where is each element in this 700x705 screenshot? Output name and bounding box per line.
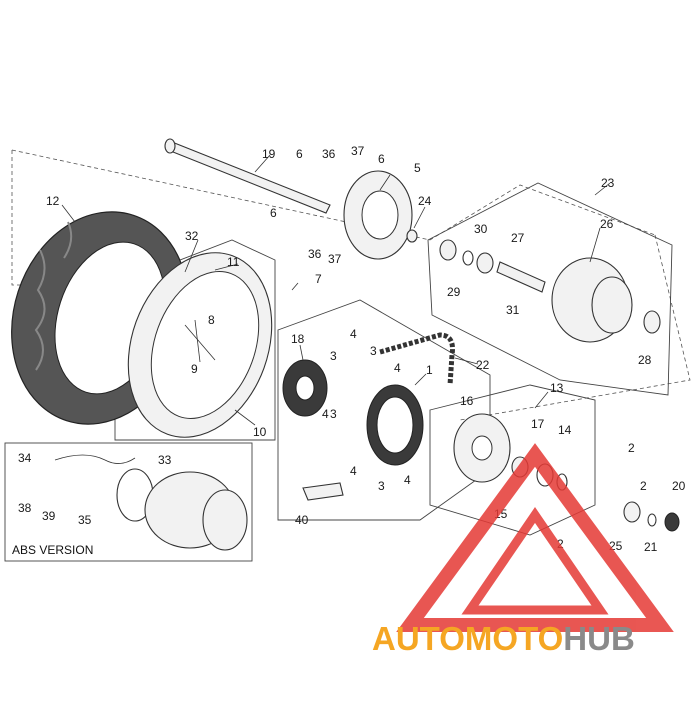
callout-17: 17 <box>531 417 545 431</box>
callout-13: 13 <box>550 381 564 395</box>
callout-36: 36 <box>308 247 322 261</box>
callout-4: 4 <box>394 361 401 375</box>
callout-12: 12 <box>46 194 60 208</box>
watermark-hub: HUB <box>563 620 635 657</box>
leader-lines <box>61 154 611 426</box>
callout-6: 6 <box>378 152 385 166</box>
callout-22: 22 <box>476 358 490 372</box>
callout-2: 2 <box>640 479 647 493</box>
callout-1: 1 <box>426 363 433 377</box>
watermark-logo <box>396 443 674 632</box>
callout-9: 9 <box>191 362 198 376</box>
callout-3: 3 <box>370 344 377 358</box>
callout-18: 18 <box>291 332 305 346</box>
abs-parts <box>54 454 248 551</box>
bracket-40 <box>302 482 344 501</box>
watermark-moto: MOTO <box>465 620 563 657</box>
callout-16: 16 <box>460 394 474 408</box>
callout-10: 10 <box>253 425 267 439</box>
cush-rubbers-18 <box>282 359 328 417</box>
callout-35: 35 <box>78 513 92 527</box>
callout-21: 21 <box>644 540 658 554</box>
callout-37: 37 <box>328 252 342 266</box>
callout-6: 6 <box>270 206 277 220</box>
watermark-auto: AUTO <box>372 620 465 657</box>
callout-28: 28 <box>638 353 652 367</box>
frame-right-dashed <box>459 234 691 421</box>
hub-assembly-23 <box>439 239 661 343</box>
callout-24: 24 <box>418 194 432 208</box>
watermark-text: AUTOMOTOHUB <box>372 620 635 657</box>
axle-19 <box>164 138 331 214</box>
triangle-logo-icon <box>396 443 674 632</box>
callout-19: 19 <box>262 147 276 161</box>
callout-23: 23 <box>601 176 615 190</box>
callout-11: 11 <box>227 255 240 269</box>
callout-4: 4 <box>350 327 357 341</box>
callout-3: 3 <box>330 407 337 421</box>
callout-3: 3 <box>378 479 385 493</box>
callout-36: 36 <box>322 147 336 161</box>
callout-34: 34 <box>18 451 32 465</box>
frame-hub-13 <box>429 384 596 536</box>
abs-version-label: ABS VERSION <box>12 543 93 557</box>
callout-4: 4 <box>404 473 411 487</box>
callout-38: 38 <box>18 501 32 515</box>
callout-8: 8 <box>208 313 215 327</box>
callout-29: 29 <box>447 285 461 299</box>
callout-26: 26 <box>600 217 614 231</box>
callout-6: 6 <box>296 147 303 161</box>
callout-3: 3 <box>330 349 337 363</box>
rim-10 <box>127 252 273 438</box>
callout-40: 40 <box>295 513 309 527</box>
callout-7: 7 <box>315 272 322 286</box>
callout-labels: 1 2 2 2 3 3 3 3 4 4 4 4 4 5 6 6 6 7 8 9 … <box>18 144 686 554</box>
callout-5: 5 <box>414 161 421 175</box>
callout-32: 32 <box>185 229 199 243</box>
triangle-inner-icon <box>461 507 609 615</box>
callout-4: 4 <box>350 464 357 478</box>
callout-27: 27 <box>511 231 525 245</box>
frame-top-dashed <box>11 149 656 241</box>
brake-disc-5 <box>343 170 418 260</box>
sprocket-carrier-16 <box>453 413 568 491</box>
callout-2: 2 <box>628 441 635 455</box>
callout-33: 33 <box>158 453 172 467</box>
frame-hub-23 <box>427 182 673 396</box>
callout-14: 14 <box>558 423 572 437</box>
callout-37: 37 <box>351 144 365 158</box>
small-parts-right <box>623 501 680 532</box>
callout-39: 39 <box>42 509 56 523</box>
chain-22 <box>379 332 455 386</box>
callout-30: 30 <box>474 222 488 236</box>
frame-abs <box>4 442 253 562</box>
sprocket-1 <box>366 384 424 466</box>
callout-31: 31 <box>506 303 520 317</box>
callout-2: 2 <box>557 537 564 551</box>
callout-20: 20 <box>672 479 686 493</box>
callout-4: 4 <box>322 407 329 421</box>
